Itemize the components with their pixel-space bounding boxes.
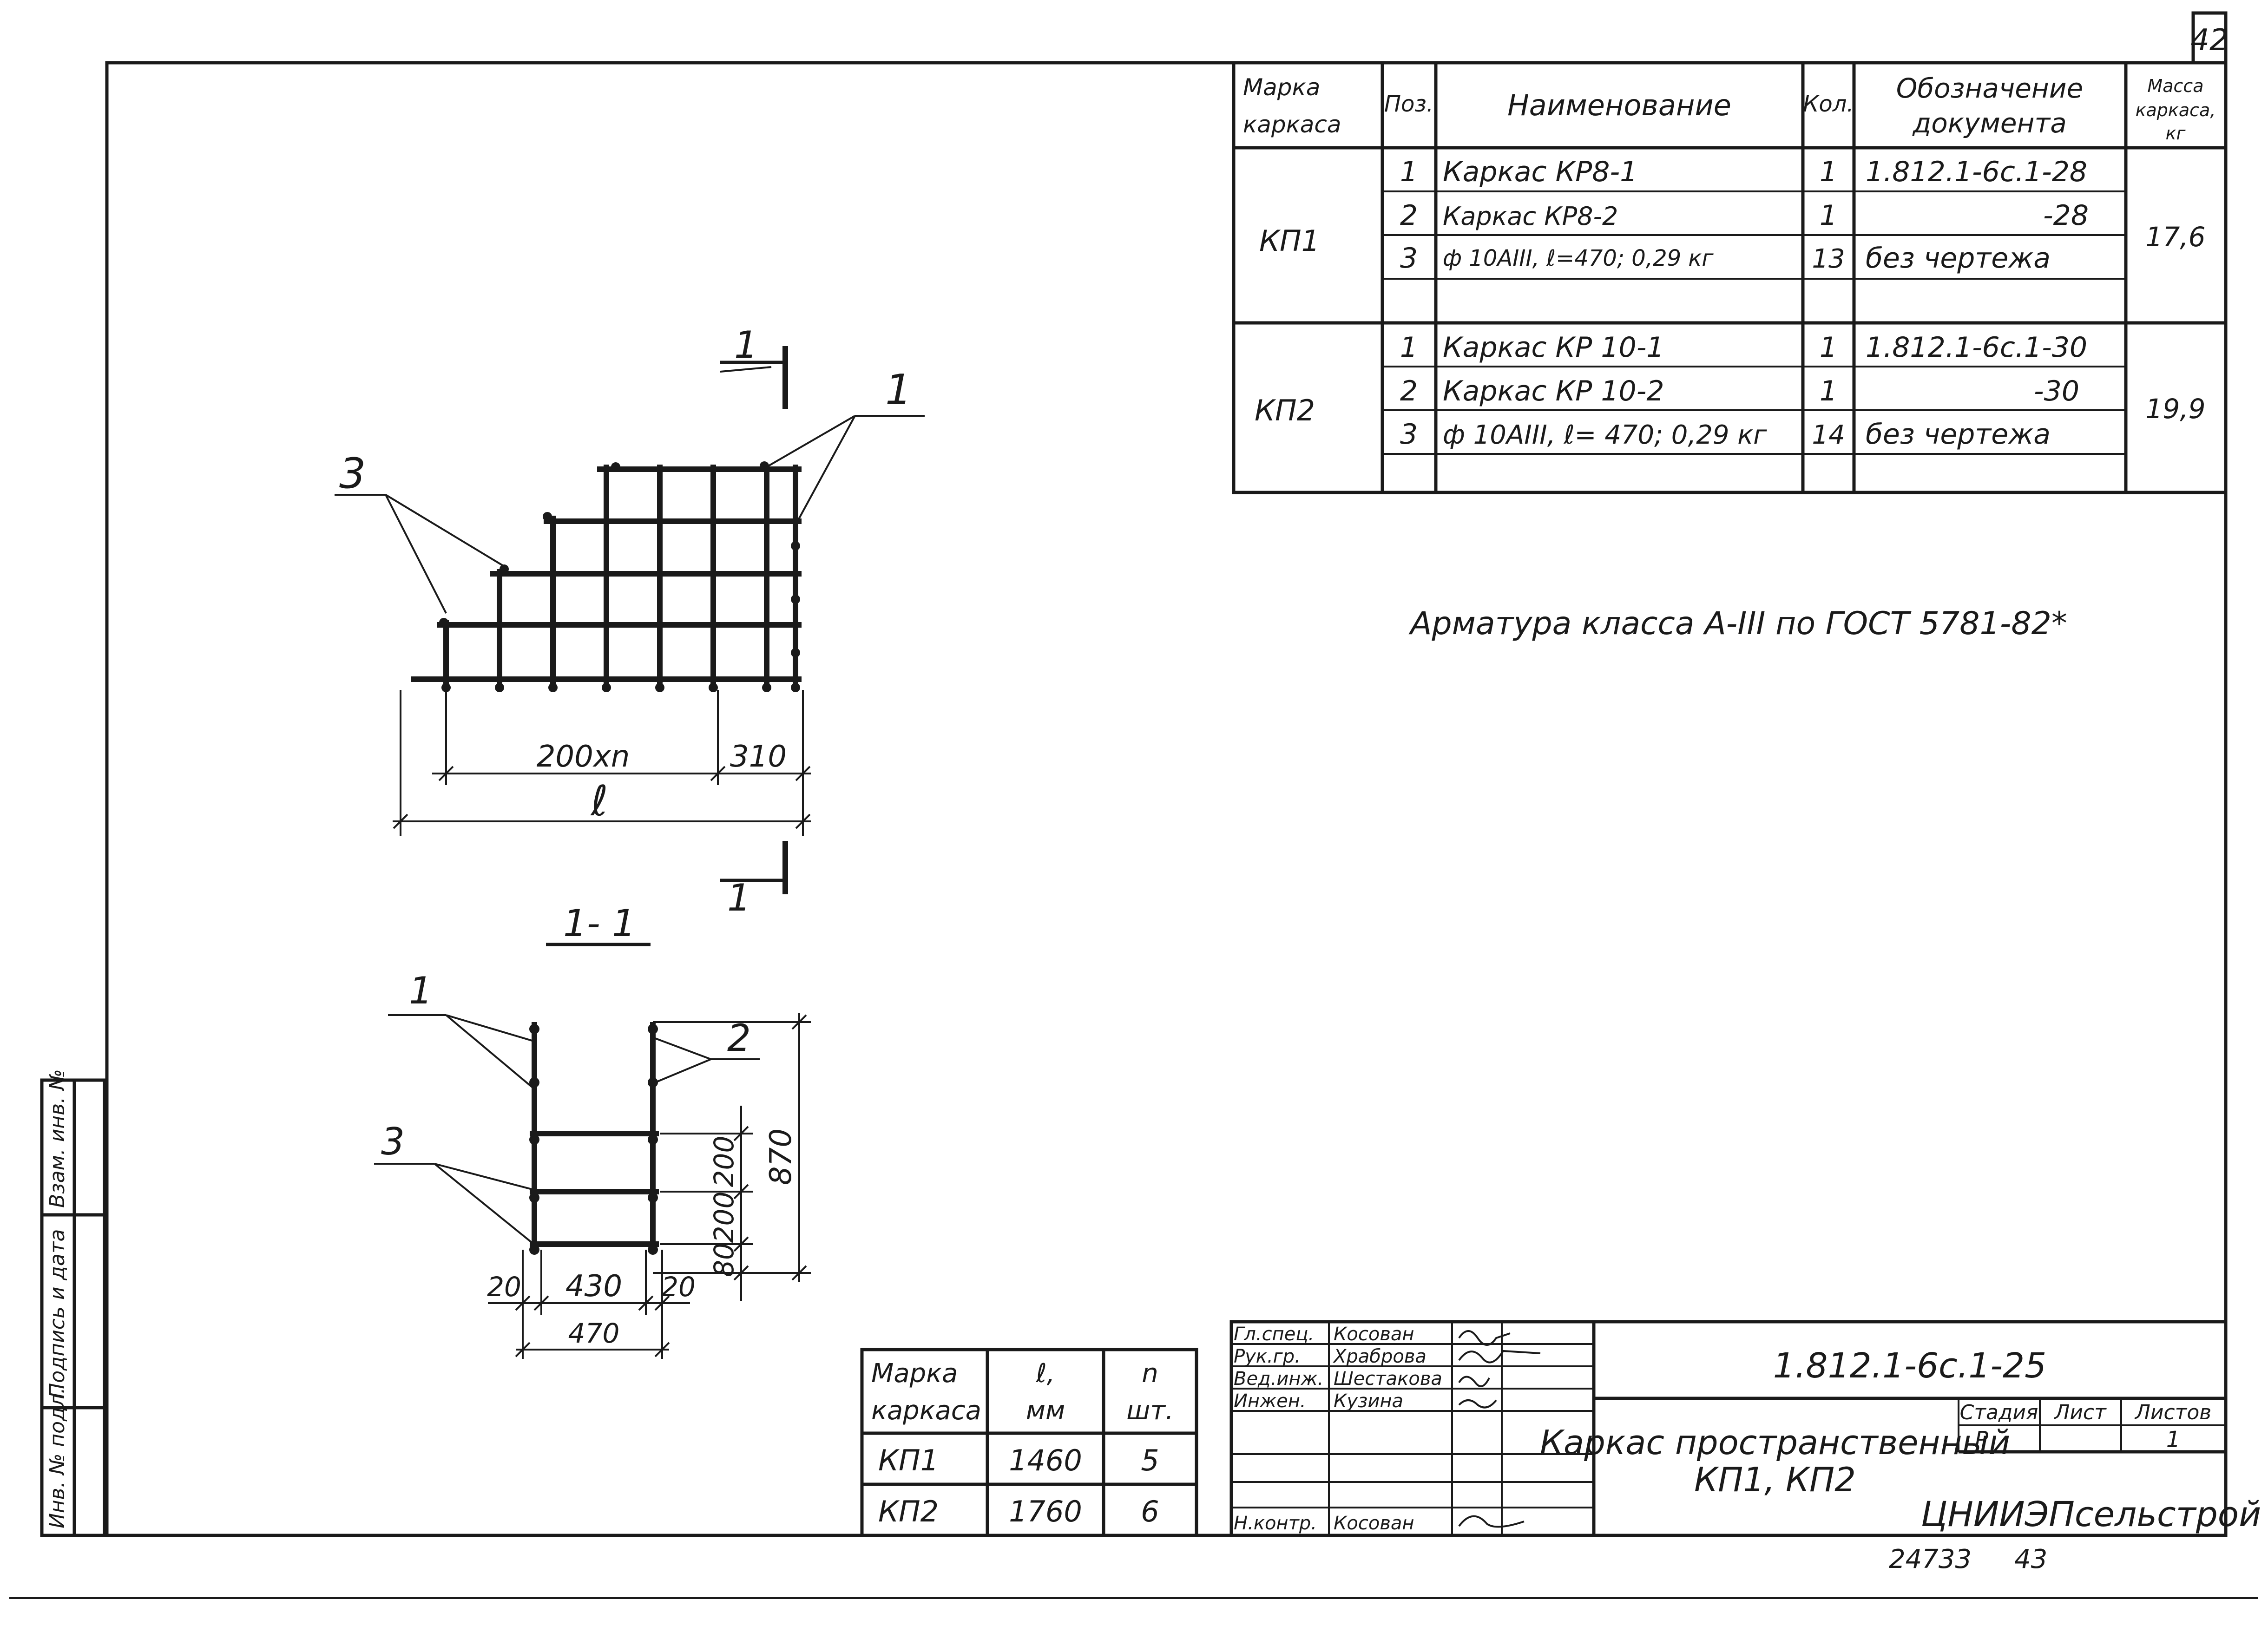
spec-row-name: Каркас КР8-2	[1443, 202, 1618, 231]
signer-name: Храброва	[1333, 1346, 1427, 1367]
spec-row-qty: 1	[1820, 199, 1837, 232]
signer-role: Н.контр.	[1234, 1513, 1317, 1534]
spec-row-doc: без чертежа	[1866, 242, 2051, 275]
spec-group-mark: КП1	[1259, 224, 1320, 258]
section-dim-20-left: 20	[487, 1271, 521, 1303]
size-row-n: 5	[1141, 1443, 1159, 1477]
doc-code: 1.812.1-6с.1-25	[1773, 1346, 2046, 1386]
spec-row-qty: 1	[1820, 331, 1837, 364]
sheets-value: 1	[2166, 1427, 2181, 1453]
spec-group-mass: 19,9	[2145, 393, 2205, 425]
section-dim-20-right: 20	[661, 1271, 696, 1303]
section-title: 1- 1	[563, 902, 636, 945]
size-row-n: 6	[1141, 1495, 1159, 1528]
spec-row-name: ф 10АIII, ℓ=470; 0,29 кг	[1443, 245, 1714, 271]
spec-row-qty: 14	[1812, 420, 1845, 450]
signer-name: Косован	[1334, 1324, 1414, 1345]
section-dim-200-a: 200	[708, 1136, 740, 1187]
size-header-l: ℓ,мм	[1026, 1358, 1065, 1426]
archive-number: 24733	[1889, 1544, 1972, 1574]
size-row-mark: КП1	[878, 1443, 939, 1477]
stage-value: Р	[1975, 1427, 1988, 1453]
sheets-label: Листов	[2134, 1401, 2211, 1424]
plan-dim-l: ℓ	[590, 777, 608, 826]
signer-role: Гл.спец.	[1234, 1324, 1314, 1345]
spec-row-doc: 1.812.1-6с.1-30	[1866, 331, 2087, 364]
spec-row-pos: 3	[1400, 242, 1418, 275]
side-stamp-inv-label: Инв. № подл.	[46, 1387, 69, 1528]
spec-row-pos: 3	[1400, 418, 1418, 451]
section-dim-80: 80	[708, 1243, 740, 1277]
spec-row-pos: 2	[1400, 199, 1418, 232]
sheet-label: Лист	[2053, 1401, 2107, 1424]
signer-name: Шестакова	[1334, 1368, 1442, 1390]
spec-row-doc: -28	[2043, 199, 2089, 232]
section-callout-3: 3	[381, 1120, 405, 1163]
spec-row-doc: без чертежа	[1866, 418, 2051, 451]
spec-header-pos: Поз.	[1384, 91, 1433, 117]
spec-row-pos: 2	[1400, 375, 1418, 407]
spec-row-doc: -30	[2034, 375, 2079, 407]
section-dim-870: 870	[764, 1128, 798, 1185]
spec-group-mark: КП2	[1255, 393, 1315, 427]
section-mark-top: 1	[734, 323, 758, 367]
sheet-number: 42	[2190, 23, 2228, 58]
section-view: 1- 1 1 2 3	[374, 902, 811, 1359]
spec-row-doc: 1.812.1-6с.1-28	[1866, 156, 2087, 188]
section-dim-470: 470	[568, 1318, 620, 1349]
spec-row-pos: 1	[1400, 156, 1418, 188]
signer-name: Косован	[1334, 1513, 1414, 1534]
signer-role: Вед.инж.	[1234, 1368, 1323, 1390]
spec-row-qty: 1	[1820, 156, 1837, 188]
section-dim-200-b: 200	[708, 1192, 740, 1243]
side-stamp: Инв. № подл. Подпись и дата Взам. инв. №	[40, 1069, 106, 1537]
spec-row-qty: 1	[1820, 375, 1837, 407]
section-callout-1: 1	[409, 969, 433, 1012]
plan-callout-1: 1	[885, 366, 912, 414]
spec-row-name: Каркас КР 10-1	[1443, 331, 1664, 364]
spec-row-pos: 1	[1400, 331, 1418, 364]
signature-marks	[1458, 1330, 1541, 1528]
side-stamp-sign-label: Подпись и дата	[46, 1229, 69, 1398]
spec-row-name: ф 10АIII, ℓ= 470; 0,29 кг	[1443, 420, 1767, 450]
spec-header-name: Наименование	[1507, 88, 1731, 122]
title-block: Гл.спец. Косован Рук.гр. Храброва Вед.ин…	[1229, 1320, 2261, 1537]
section-dim-430: 430	[565, 1269, 622, 1304]
size-row-mark: КП2	[878, 1495, 939, 1528]
section-mark-bottom: 1	[727, 876, 751, 919]
section-callout-2: 2	[727, 1016, 751, 1060]
spec-header-qty: Кол.	[1803, 91, 1854, 117]
side-stamp-replace-label: Взам. инв. №	[46, 1069, 69, 1208]
reinforcement-note: Арматура класса А-III по ГОСТ 5781-82*	[1408, 605, 2067, 642]
spec-row-name: Каркас КР8-1	[1443, 156, 1637, 188]
spec-row-qty: 13	[1812, 244, 1845, 274]
plan-dim-310: 310	[730, 740, 787, 774]
plan-callout-3: 3	[339, 449, 366, 498]
signer-role: Инжен.	[1234, 1390, 1306, 1412]
signer-name: Кузина	[1334, 1390, 1403, 1412]
spec-group-mass: 17,6	[2145, 221, 2205, 253]
stage-label: Стадия	[1960, 1401, 2038, 1424]
size-row-l: 1460	[1009, 1443, 1082, 1477]
size-row-l: 1760	[1009, 1495, 1082, 1528]
plan-view: 1 3 1 1 200xn 310 ℓ	[335, 323, 925, 919]
signer-role: Рук.гр.	[1234, 1346, 1301, 1367]
footer-page: 43	[2014, 1544, 2047, 1574]
organization: ЦНИИЭПсельстрой	[1921, 1495, 2261, 1534]
spec-row-name: Каркас КР 10-2	[1443, 375, 1664, 407]
plan-dim-200xn: 200xn	[537, 740, 630, 774]
